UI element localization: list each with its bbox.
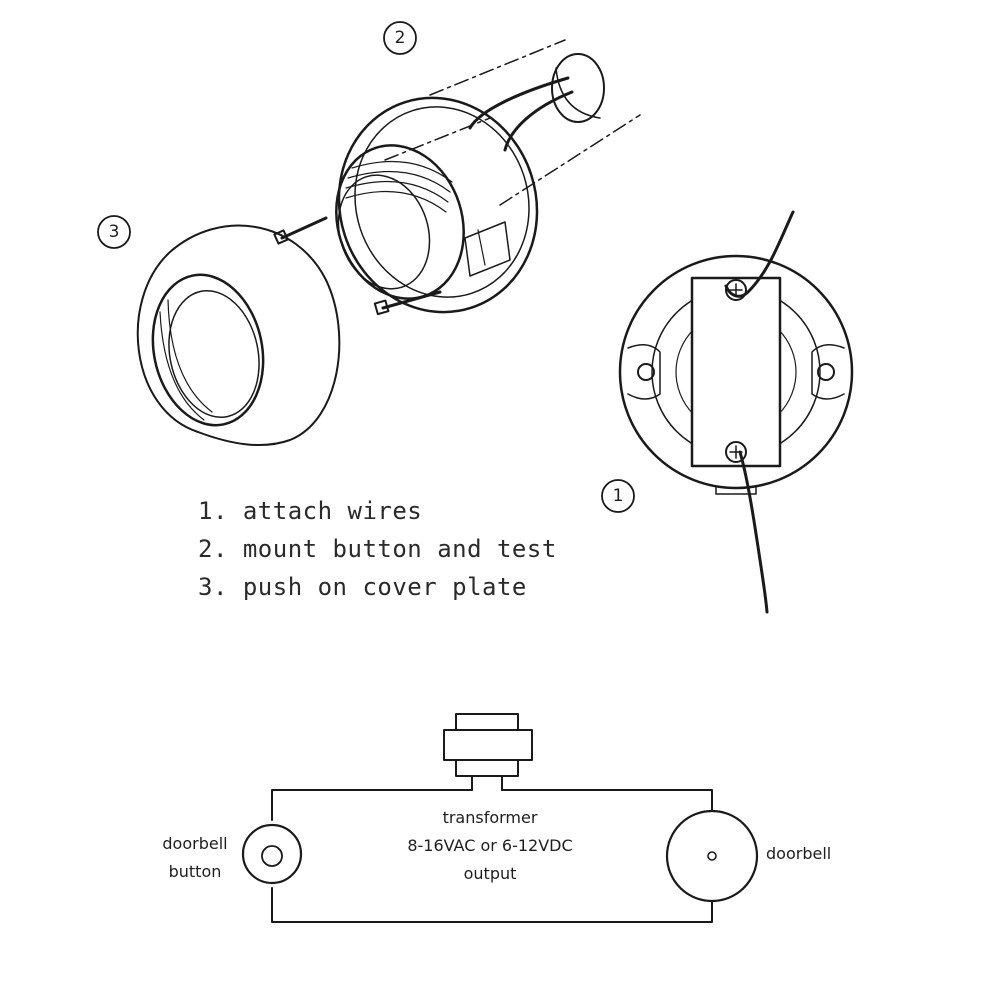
button-rear-illustration xyxy=(618,210,854,614)
step-item: 3. push on cover plate xyxy=(198,573,527,601)
step-item: 2. mount button and test xyxy=(198,535,557,563)
transformer-label: transformer 8-16VAC or 6-12VDC output xyxy=(407,808,573,883)
callout-1-label: 1 xyxy=(612,486,624,506)
callout-2-circle xyxy=(383,21,417,55)
callout-3-label: 3 xyxy=(108,222,120,242)
callout-3-circle xyxy=(97,215,131,249)
callout-1-circle xyxy=(601,479,635,513)
doorbell-label: doorbell xyxy=(766,844,832,863)
doorbell-button-label: doorbell button xyxy=(162,834,228,881)
mounting-base-illustration xyxy=(273,39,641,316)
wiring-schematic xyxy=(241,713,759,923)
instruction-steps: 1. attach wires 2. mount button and test… xyxy=(198,492,557,606)
callout-2-label: 2 xyxy=(394,28,406,48)
step-item: 1. attach wires xyxy=(198,497,423,525)
cover-plate-illustration xyxy=(136,224,341,446)
